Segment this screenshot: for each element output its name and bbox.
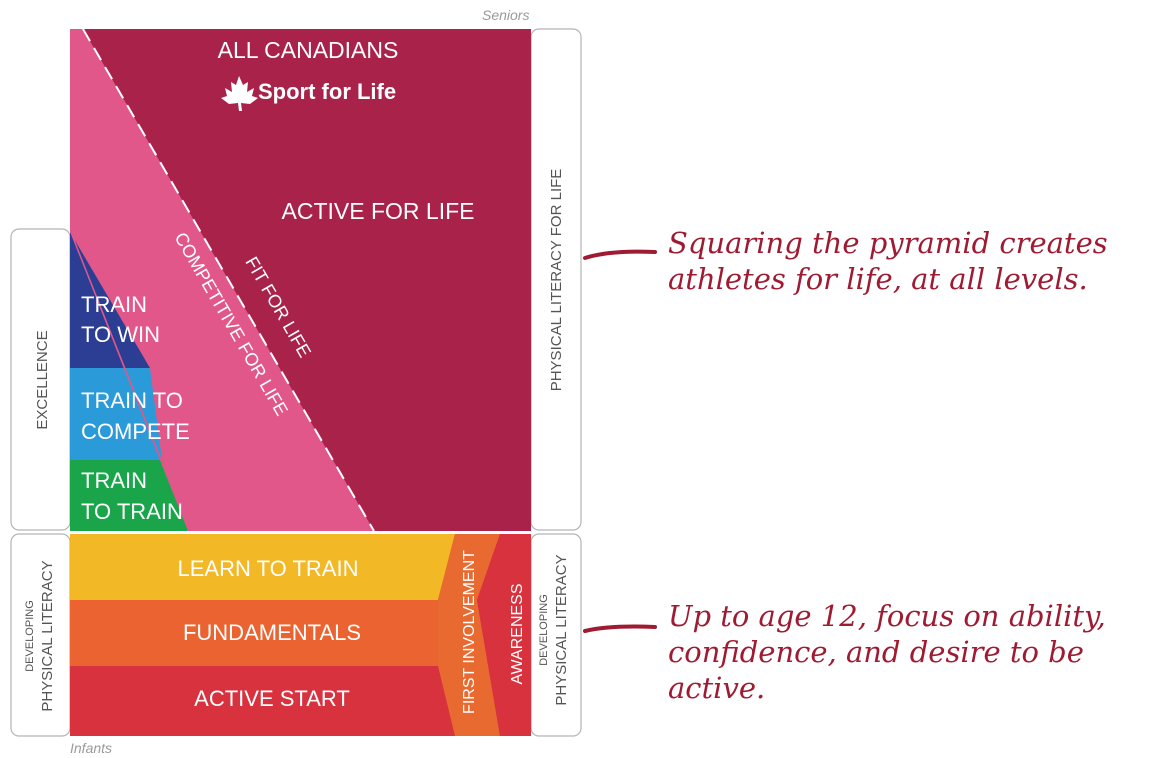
train-to-win-area xyxy=(70,232,150,368)
first-involvement-area xyxy=(438,534,500,736)
developing-right-line1: DEVELOPING xyxy=(538,594,550,666)
bottom-annotation-dash xyxy=(583,624,657,633)
top-annotation: Squaring the pyramid creates athletes fo… xyxy=(668,225,1158,297)
top-annotation-line2: athletes for life, at all levels. xyxy=(668,262,1088,296)
train-to-train-line2: TO TRAIN xyxy=(81,499,183,524)
awareness-area xyxy=(477,534,531,736)
all-canadians-title: ALL CANADIANS xyxy=(218,37,399,63)
train-to-win-line2: TO WIN xyxy=(81,322,160,347)
top-annotation-dash xyxy=(583,249,657,260)
bottom-annotation-line1: Up to age 12, focus on ability, xyxy=(668,599,1106,633)
bottom-annotation: Up to age 12, focus on ability, confiden… xyxy=(668,598,1163,706)
developing-left-line2: PHYSICAL LITERACY xyxy=(39,560,56,711)
maple-leaf-icon xyxy=(221,76,258,111)
train-to-train-line1: TRAIN xyxy=(81,468,147,493)
active-start-label: ACTIVE START xyxy=(194,686,350,711)
active-start-area xyxy=(70,666,440,736)
bottom-annotation-line2: confidence, and desire to be active. xyxy=(668,635,1084,705)
awareness-label: AWARENESS xyxy=(509,583,526,684)
train-to-train-area xyxy=(70,460,188,531)
train-to-compete-line2: COMPETE xyxy=(81,419,190,444)
developing-left-line1: DEVELOPING xyxy=(24,600,36,672)
sport-for-life-logo: Sport for Life xyxy=(258,79,396,104)
excellence-label: EXCELLENCE xyxy=(34,330,51,429)
fundamentals-label: FUNDAMENTALS xyxy=(183,620,361,645)
fit-for-life-line xyxy=(82,28,375,532)
infants-label: Infants xyxy=(70,740,113,756)
active-for-life-label: ACTIVE FOR LIFE xyxy=(282,198,475,224)
developing-right-line2: PHYSICAL LITERACY xyxy=(553,554,570,705)
seniors-label: Seniors xyxy=(482,7,530,23)
ltad-diagram: ALL CANADIANS Sport for Life ACTIVE FOR … xyxy=(10,28,582,737)
train-to-compete-area xyxy=(70,368,162,460)
physical-literacy-for-life-label: PHYSICAL LITERACY FOR LIFE xyxy=(548,169,565,392)
train-to-compete-line1: TRAIN TO xyxy=(81,388,183,413)
learn-to-train-label: LEARN TO TRAIN xyxy=(178,556,359,581)
fundamentals-area xyxy=(70,600,440,666)
train-to-win-line1: TRAIN xyxy=(81,292,147,317)
first-involvement-label: FIRST INVOLVEMENT xyxy=(461,550,478,714)
learn-to-train-area xyxy=(70,534,455,600)
top-annotation-line1: Squaring the pyramid creates xyxy=(668,226,1108,260)
